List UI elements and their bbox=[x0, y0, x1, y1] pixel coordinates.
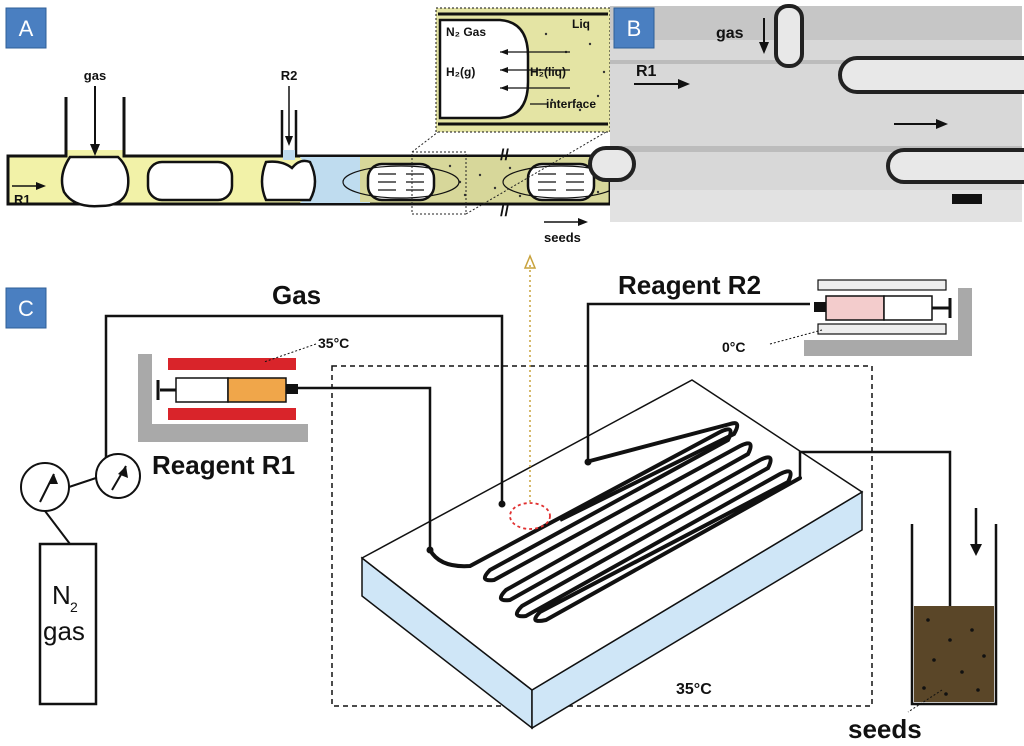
label-gas-b: gas bbox=[716, 25, 744, 42]
micro-slug-3 bbox=[588, 146, 636, 182]
channel-break-bottom: // bbox=[500, 203, 509, 220]
inset-label-interface: interface bbox=[546, 97, 596, 111]
label-n2: N bbox=[52, 580, 71, 610]
micro-slug-2 bbox=[886, 148, 1024, 184]
label-n2-subscript: 2 bbox=[70, 599, 78, 615]
inset-gas-bubble bbox=[438, 18, 530, 120]
r2-mixing-zone bbox=[300, 157, 370, 203]
heated-enclosure bbox=[331, 365, 873, 707]
label-temp-r2: 0°C bbox=[722, 339, 746, 355]
junction-highlight bbox=[509, 502, 551, 530]
gas-bubble-forming bbox=[60, 155, 130, 208]
seeds-beaker bbox=[910, 508, 998, 706]
tube-gas bbox=[104, 314, 504, 504]
panel-a-badge bbox=[5, 7, 47, 49]
inset-label-liq: Liq bbox=[572, 17, 590, 31]
inset-label-h2liq: H₂(liq) bbox=[530, 65, 566, 79]
label-n2-gas: gas bbox=[43, 616, 85, 646]
tube-outlet bbox=[798, 450, 952, 626]
channel-break-top: // bbox=[500, 147, 509, 164]
gas-inlet bbox=[64, 97, 126, 156]
label-seeds-c: seeds bbox=[848, 714, 922, 744]
inset-label-n2-gas: N₂ Gas bbox=[446, 25, 486, 39]
zoom-box bbox=[411, 151, 467, 215]
label-reagent-r2: Reagent R2 bbox=[618, 270, 761, 300]
reacting-slug-2 bbox=[526, 162, 596, 202]
label-r2-a: R2 bbox=[281, 68, 298, 83]
micro-gas-inlet bbox=[774, 4, 804, 68]
label-r1-b: R1 bbox=[636, 63, 657, 80]
chip-top bbox=[360, 379, 864, 691]
heater-bottom bbox=[168, 408, 296, 420]
gauge-2-icon bbox=[95, 453, 141, 499]
inset-label-h2g: H₂(g) bbox=[446, 65, 475, 79]
r2-inlet bbox=[280, 110, 298, 156]
panel-c: C bbox=[5, 254, 998, 744]
panel-a: A gas R2 R1 bbox=[5, 7, 620, 245]
panel-b-badge-label: B bbox=[627, 16, 642, 41]
label-temp-chip: 35°C bbox=[676, 681, 712, 698]
heater-top bbox=[168, 358, 296, 370]
panel-b: gas R1 B bbox=[588, 4, 1024, 222]
reagent-r2-fill bbox=[825, 295, 885, 321]
label-reagent-r1: Reagent R1 bbox=[152, 450, 295, 480]
syringe-r2 bbox=[804, 279, 972, 356]
tube-r1 bbox=[298, 386, 432, 550]
gauge-1-icon bbox=[20, 462, 70, 512]
gas-slug-1 bbox=[146, 160, 234, 202]
panel-b-badge bbox=[613, 7, 655, 49]
reagent-r1-fill bbox=[227, 377, 287, 403]
micrograph-background bbox=[610, 6, 1022, 222]
syringe-r1 bbox=[138, 354, 308, 442]
reacting-slug-1 bbox=[366, 162, 436, 202]
panel-c-badge bbox=[5, 287, 47, 329]
panel-c-badge-label: C bbox=[18, 296, 34, 321]
tube-r2 bbox=[586, 302, 810, 462]
label-seeds-a: seeds bbox=[544, 230, 581, 245]
label-temp-r1: 35°C bbox=[318, 335, 349, 351]
interface-inset: N₂ Gas Liq H₂(g) H₂(liq) interface bbox=[435, 7, 611, 133]
serpentine-channel bbox=[428, 427, 802, 623]
pressure-gauges bbox=[20, 453, 141, 545]
n2-gas-cylinder bbox=[38, 542, 98, 706]
gas-slug-2 bbox=[260, 159, 317, 202]
label-gas-line: Gas bbox=[272, 280, 321, 310]
panel-a-badge-label: A bbox=[19, 16, 34, 41]
micro-slug-1 bbox=[838, 56, 1024, 94]
label-gas-a: gas bbox=[84, 68, 106, 83]
label-r1-a: R1 bbox=[14, 192, 31, 207]
scale-bar bbox=[952, 194, 982, 204]
